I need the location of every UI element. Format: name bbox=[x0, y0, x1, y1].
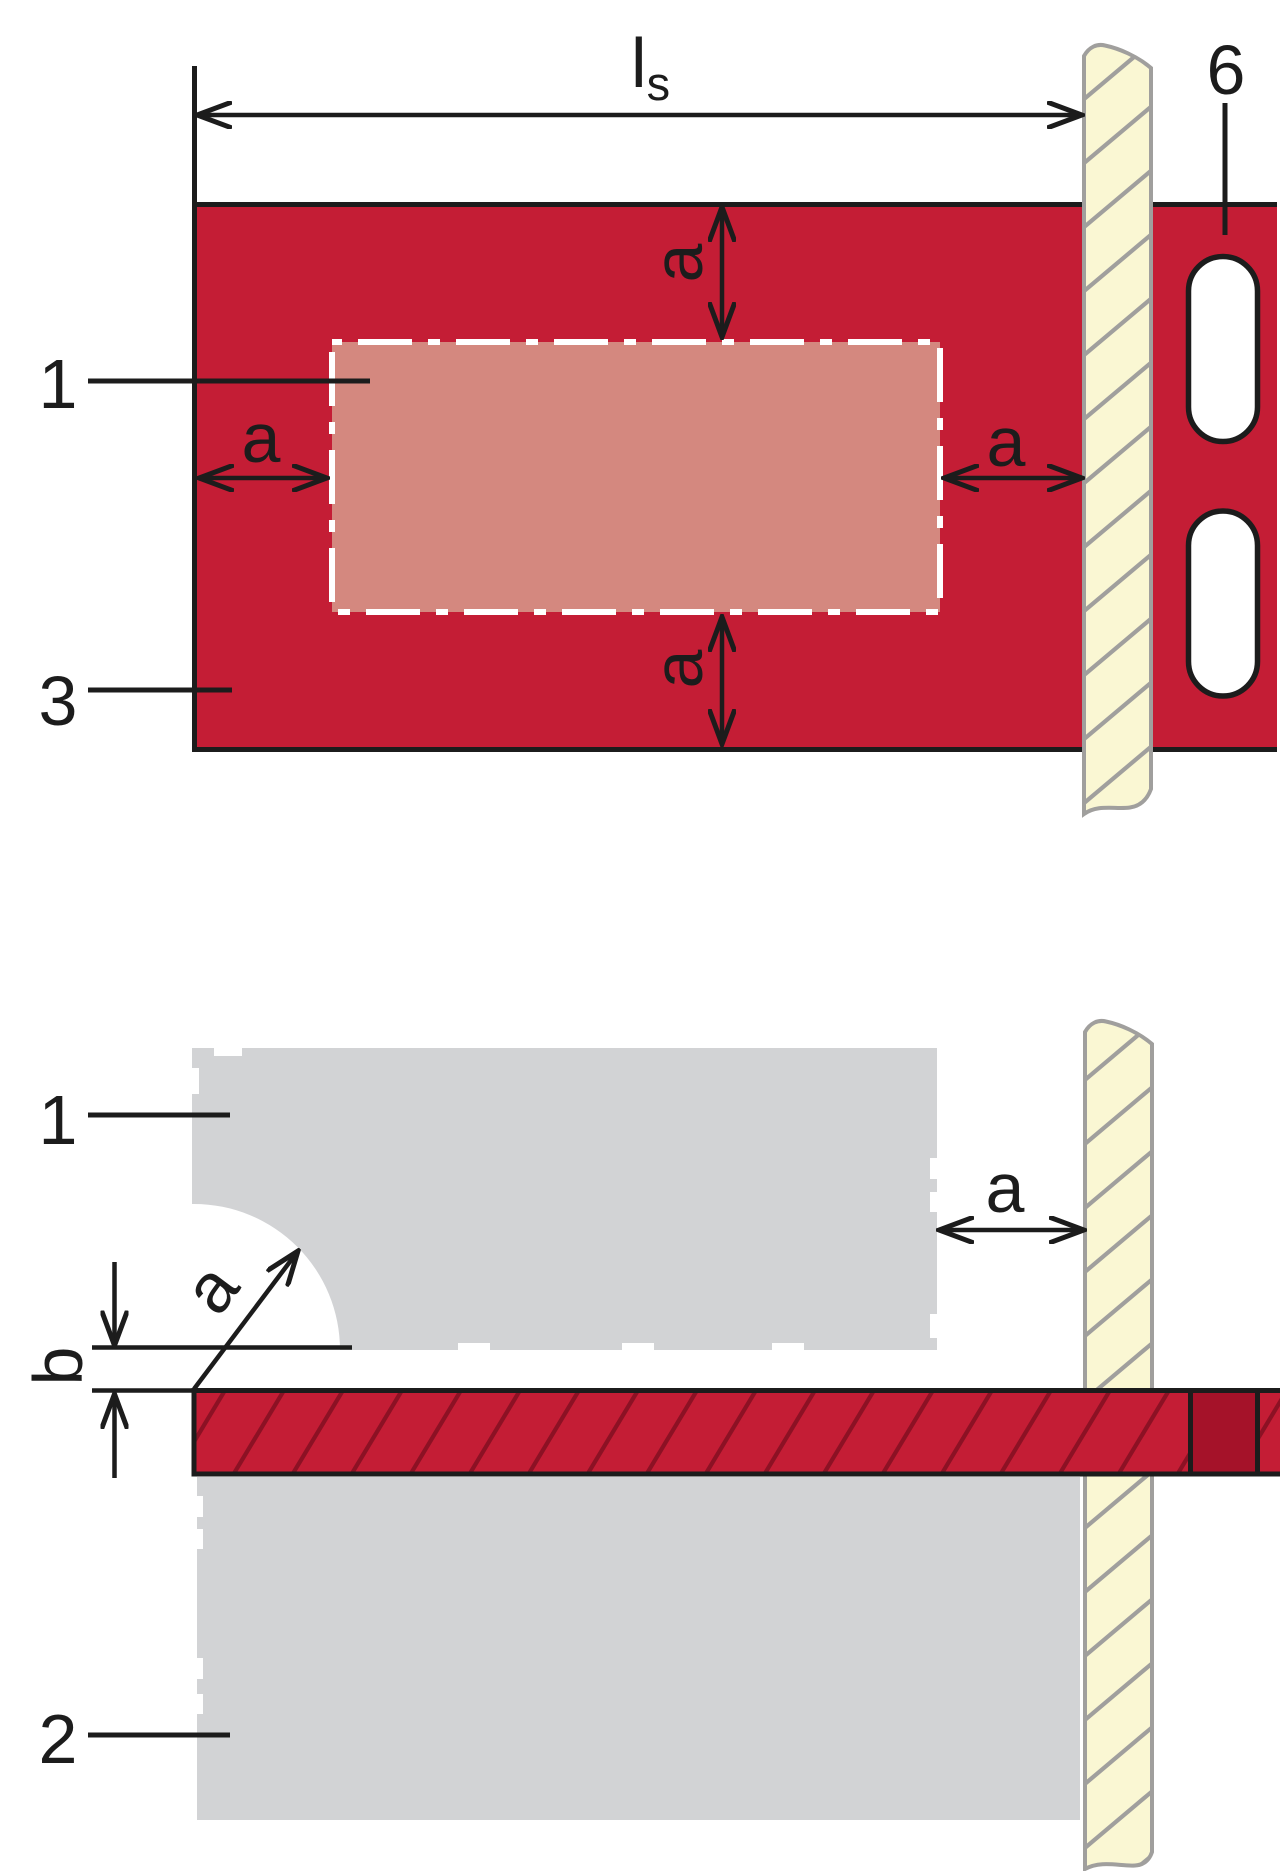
wall-lower-hatching bbox=[1085, 1474, 1152, 1869]
plate-strip bbox=[191, 1388, 1280, 1477]
top-view: ls a a a a 1 3 6 bbox=[39, 24, 1277, 818]
part6-label: 6 bbox=[1207, 31, 1246, 109]
section-part2-label: 2 bbox=[39, 1700, 78, 1778]
edge-left-dimension-label: a bbox=[242, 399, 281, 477]
plate-strip-body bbox=[194, 1391, 1280, 1474]
lower-component-body bbox=[197, 1477, 1080, 1820]
part1-label: 1 bbox=[39, 345, 78, 423]
wall-top-view bbox=[1082, 43, 1153, 818]
edge-right-dimension-label: a bbox=[987, 403, 1026, 481]
wall-body bbox=[1082, 43, 1153, 818]
ls-dimension-label: ls bbox=[631, 24, 670, 110]
attachment-footprint bbox=[329, 339, 943, 615]
wall-upper-part bbox=[1083, 1019, 1154, 1393]
wall-offset-dimension-label: a bbox=[986, 1149, 1025, 1227]
upper-component-body bbox=[192, 1048, 937, 1350]
section-part1-label: 1 bbox=[39, 1081, 78, 1159]
plate-strip-hatching bbox=[196, 1393, 1280, 1472]
slotted-hole-lower bbox=[1185, 508, 1261, 699]
edge-top-dimension-label: a bbox=[639, 243, 717, 282]
radius-dimension-arrow bbox=[192, 1251, 298, 1391]
lower-component bbox=[189, 1477, 1080, 1820]
wall-hatching bbox=[1084, 44, 1151, 812]
radius-dimension-label: a bbox=[168, 1249, 254, 1327]
section-view: a b a 1 2 bbox=[19, 1019, 1280, 1871]
lower-component-torn-edge-notches bbox=[189, 1496, 203, 1714]
edge-bottom-dimension-label: a bbox=[639, 649, 717, 688]
slotted-hole-upper bbox=[1185, 253, 1261, 445]
part3-label: 3 bbox=[39, 662, 78, 740]
wall-section-view bbox=[1083, 1019, 1154, 1871]
upper-component bbox=[186, 1042, 944, 1356]
gap-dimension-label: b bbox=[19, 1347, 97, 1386]
upper-component-torn-edge-notches bbox=[186, 1042, 944, 1356]
plate-strip-wall-insert bbox=[1193, 1393, 1255, 1472]
